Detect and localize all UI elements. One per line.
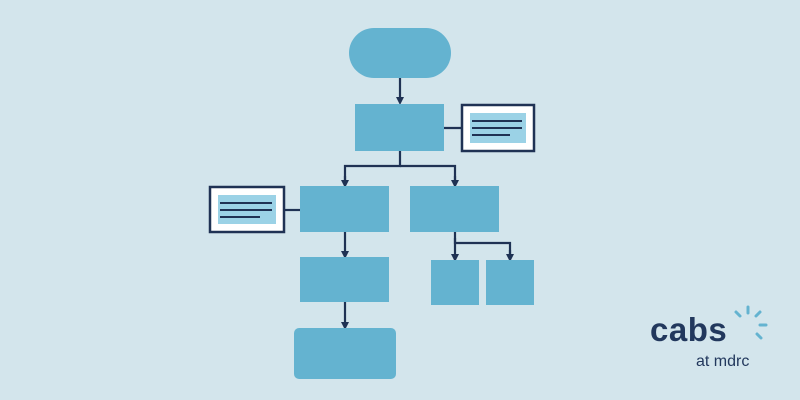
connectors [284, 78, 514, 330]
brand-logo: cabs at mdrc [648, 305, 778, 385]
nodes [294, 28, 534, 379]
start-node [349, 28, 451, 78]
end-node [294, 328, 396, 379]
logo-subtitle: at mdrc [696, 353, 750, 370]
connector-process-2b-branch [453, 232, 512, 256]
burst-icon [734, 305, 768, 340]
process-2b-node [410, 186, 499, 232]
note-1 [460, 103, 536, 153]
process-3a-node [300, 257, 389, 302]
process-1-node [355, 104, 444, 151]
connector-process-1-branch [343, 151, 402, 181]
logo-wordmark: cabs [650, 311, 728, 348]
sub-b1-node [431, 260, 479, 305]
sub-b2-node [486, 260, 534, 305]
connector-process-1-branch-right [400, 164, 457, 181]
note-2 [208, 185, 286, 234]
process-2a-node [300, 186, 389, 232]
